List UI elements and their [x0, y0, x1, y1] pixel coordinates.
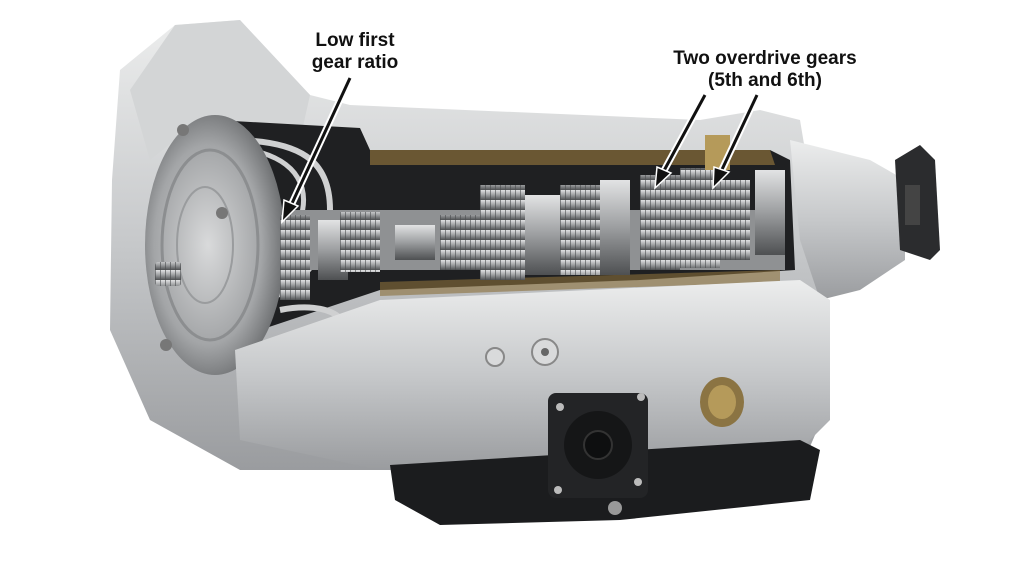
- label-overdrive-gears: Two overdrive gears (5th and 6th): [650, 48, 880, 92]
- fifth-gear: [640, 175, 680, 270]
- arrow-low-first: [281, 76, 354, 224]
- arrow-fifth-gear: [654, 93, 709, 190]
- label-line: gear ratio: [311, 52, 399, 73]
- label-line: Low first: [315, 30, 395, 51]
- label-line: (5th and 6th): [708, 70, 822, 91]
- gear-train: [280, 135, 785, 300]
- label-low-first-gear: Low first gear ratio: [300, 30, 410, 74]
- label-line: Two overdrive gears: [673, 48, 857, 69]
- oil-pan: [390, 393, 820, 525]
- lower-case: [235, 280, 830, 470]
- torque-converter: [145, 115, 285, 375]
- first-gear: [280, 215, 310, 300]
- tailshaft-housing: [790, 140, 940, 300]
- arrow-sixth-gear: [712, 93, 761, 190]
